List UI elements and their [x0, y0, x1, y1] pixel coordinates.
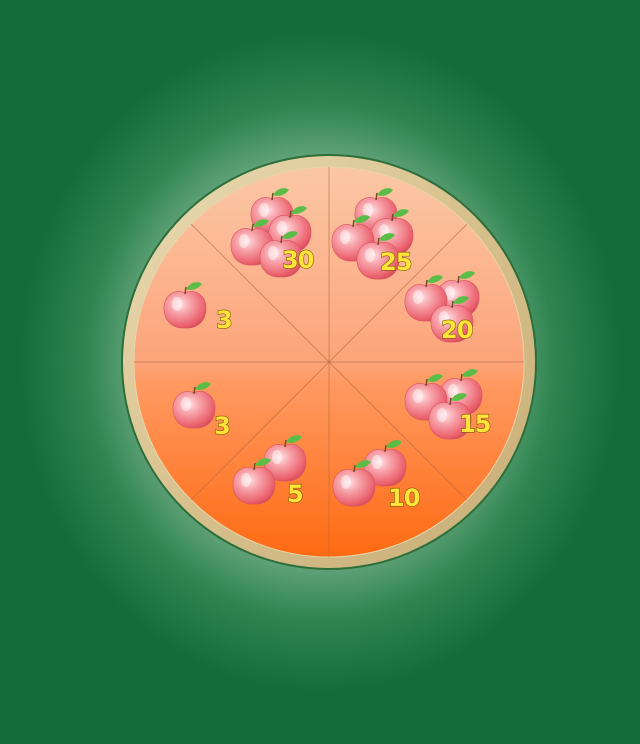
wheel-sector[interactable]: 25	[331, 188, 414, 280]
wheel-sector[interactable]: 30	[230, 188, 315, 278]
apple-icon	[356, 233, 400, 280]
sector-points-label: 10	[388, 484, 420, 512]
sector-points-label: 3	[214, 412, 230, 440]
sector-points-label: 15	[459, 410, 491, 438]
wheel-sector[interactable]: 3	[163, 282, 233, 335]
sector-divider	[328, 223, 468, 363]
wheel-sector[interactable]: 10	[332, 440, 421, 513]
sector-divider	[328, 361, 468, 501]
sector-divider	[190, 361, 330, 501]
sector-points-label: 30	[282, 246, 314, 274]
wheel-sector[interactable]: 5	[232, 435, 307, 509]
apple-icon	[430, 296, 474, 343]
apple-icon	[263, 435, 307, 482]
apple-icon	[259, 231, 303, 278]
apple-icon	[428, 393, 472, 440]
sector-points-label: 5	[287, 480, 303, 508]
wheel-sector[interactable]: 15	[404, 369, 492, 440]
sector-points-label: 20	[441, 316, 473, 344]
sector-divider	[190, 223, 330, 363]
wheel-sector[interactable]: 20	[404, 271, 480, 345]
wheel-dividers	[134, 167, 524, 557]
sector-points-label: 3	[216, 306, 232, 334]
apple-icon	[332, 460, 376, 507]
apple-icon	[363, 440, 407, 487]
apple-icon	[232, 458, 276, 505]
apple-icon	[163, 282, 207, 329]
apple-icon	[172, 382, 216, 429]
sector-points-label: 25	[380, 248, 412, 276]
wheel-sector[interactable]: 3	[172, 382, 231, 441]
prize-wheel[interactable]: 30 25 20 15 10 5 3 3	[121, 154, 537, 570]
wheel-sectors: 30 25 20 15 10 5 3 3	[163, 188, 492, 513]
